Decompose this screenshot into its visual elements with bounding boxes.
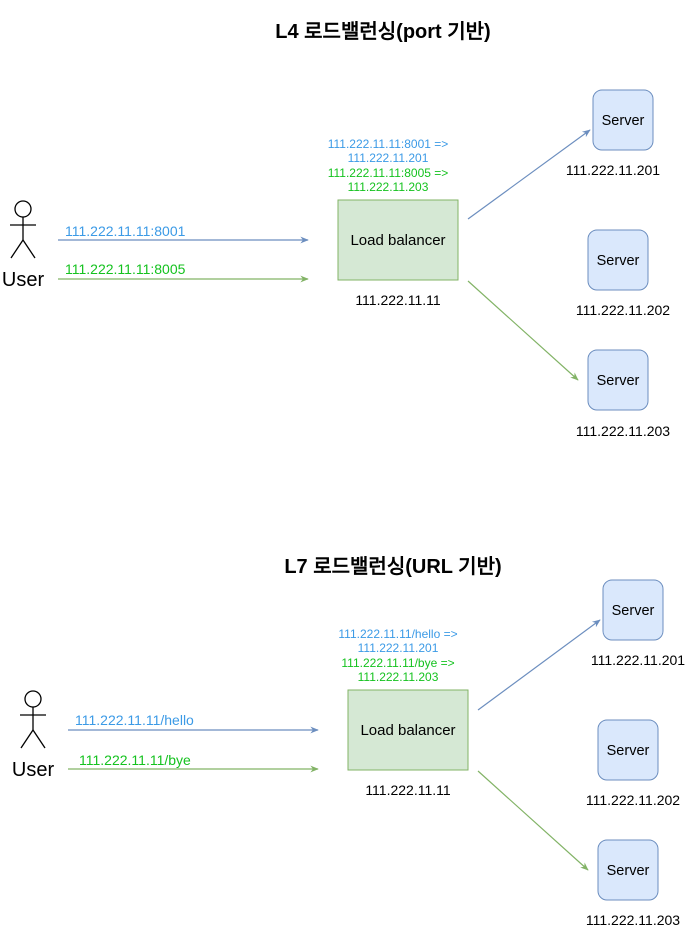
user-label: User bbox=[12, 759, 55, 781]
server-label: Server bbox=[602, 113, 645, 129]
server-node: Server 111.222.11.202 bbox=[576, 229, 670, 318]
route-arrow-green bbox=[467, 280, 579, 381]
server-label: Server bbox=[597, 253, 640, 269]
rule-line: 111.222.11.201 bbox=[358, 641, 439, 655]
rule-line: 111.222.11.11:8001 => bbox=[328, 137, 449, 151]
server-node: Server 111.222.11.203 bbox=[586, 839, 680, 928]
user-label: User bbox=[2, 269, 45, 291]
load-balancer-ip: 111.222.11.11 bbox=[355, 292, 441, 308]
server-label: Server bbox=[612, 603, 655, 619]
load-balancer-ip: 111.222.11.11 bbox=[365, 782, 451, 798]
server-ip: 111.222.11.203 bbox=[586, 912, 680, 928]
rule-line: 111.222.11.203 bbox=[358, 670, 439, 684]
server-label: Server bbox=[607, 863, 650, 879]
routing-rules: 111.222.11.11/hello => 111.222.11.201 11… bbox=[338, 627, 457, 684]
request-label-green: 111.222.11.11:8005 bbox=[65, 261, 186, 277]
request-label-green: 111.222.11.11/bye bbox=[79, 752, 191, 768]
server-ip: 111.222.11.201 bbox=[591, 652, 685, 668]
routing-rules: 111.222.11.11:8001 => 111.222.11.201 111… bbox=[328, 137, 449, 194]
load-balancer-label: Load balancer bbox=[350, 232, 445, 249]
server-node: Server 111.222.11.201 bbox=[591, 579, 685, 668]
request-label-blue: 111.222.11.11/hello bbox=[75, 712, 194, 728]
section-l4: L4 로드밸런싱(port 기반) User 111.222.11.11:800… bbox=[2, 20, 670, 439]
server-ip: 111.222.11.202 bbox=[576, 302, 670, 318]
load-balancer-label: Load balancer bbox=[360, 722, 455, 739]
route-arrow-blue bbox=[467, 129, 591, 220]
rule-line: 111.222.11.11/hello => bbox=[338, 627, 457, 641]
rule-line: 111.222.11.11/bye => bbox=[341, 656, 454, 670]
load-balancer-box bbox=[347, 689, 469, 771]
section-title: L7 로드밸런싱(URL 기반) bbox=[284, 555, 501, 578]
server-ip: 111.222.11.201 bbox=[566, 162, 660, 178]
user-actor-icon bbox=[20, 690, 46, 749]
rule-line: 111.222.11.201 bbox=[348, 151, 429, 165]
rule-line: 111.222.11.11:8005 => bbox=[328, 166, 449, 180]
rule-line: 111.222.11.203 bbox=[348, 180, 429, 194]
server-label: Server bbox=[607, 743, 650, 759]
route-arrow-green bbox=[477, 770, 589, 871]
server-node: Server 111.222.11.201 bbox=[566, 89, 660, 178]
section-title: L4 로드밸런싱(port 기반) bbox=[275, 20, 490, 43]
route-arrow-blue bbox=[477, 619, 601, 711]
user-actor-icon bbox=[10, 200, 36, 259]
server-node: Server 111.222.11.202 bbox=[586, 719, 680, 808]
server-node: Server 111.222.11.203 bbox=[576, 349, 670, 439]
server-ip: 111.222.11.203 bbox=[576, 423, 670, 439]
request-label-blue: 111.222.11.11:8001 bbox=[65, 223, 186, 239]
server-label: Server bbox=[597, 373, 640, 389]
server-ip: 111.222.11.202 bbox=[586, 792, 680, 808]
section-l7: L7 로드밸런싱(URL 기반) User 111.222.11.11/hell… bbox=[12, 555, 685, 928]
load-balancer-box bbox=[337, 199, 459, 281]
